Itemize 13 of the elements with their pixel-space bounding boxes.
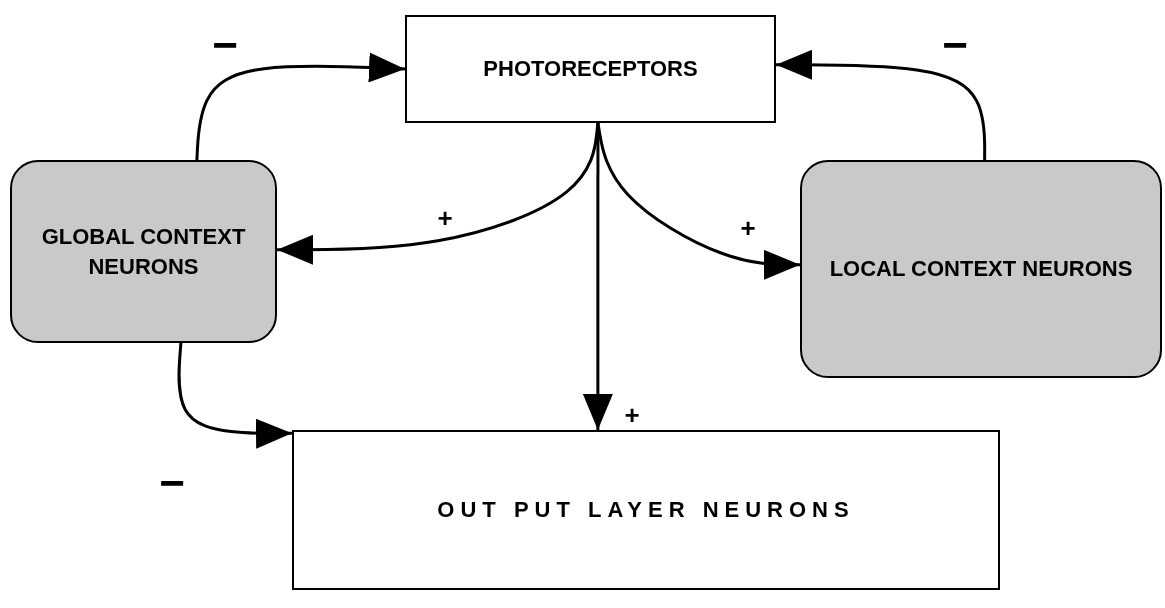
node-label: LOCAL CONTEXT NEURONS <box>829 255 1133 284</box>
neuron-group-box <box>800 160 1162 378</box>
arrow <box>177 342 293 449</box>
arrow <box>776 49 987 160</box>
node-label: PHOTORECEPTORS <box>483 55 698 84</box>
node-label: OUT PUT LAYER NEURONS <box>437 496 855 525</box>
neuron-group-box <box>10 160 277 343</box>
node-label: GLOBAL CONTEXT NEURONS <box>40 222 247 281</box>
layer-box <box>405 15 776 123</box>
layer-box <box>292 430 1000 590</box>
arrow <box>596 122 800 280</box>
arrow <box>582 123 613 430</box>
arrow <box>195 52 406 161</box>
